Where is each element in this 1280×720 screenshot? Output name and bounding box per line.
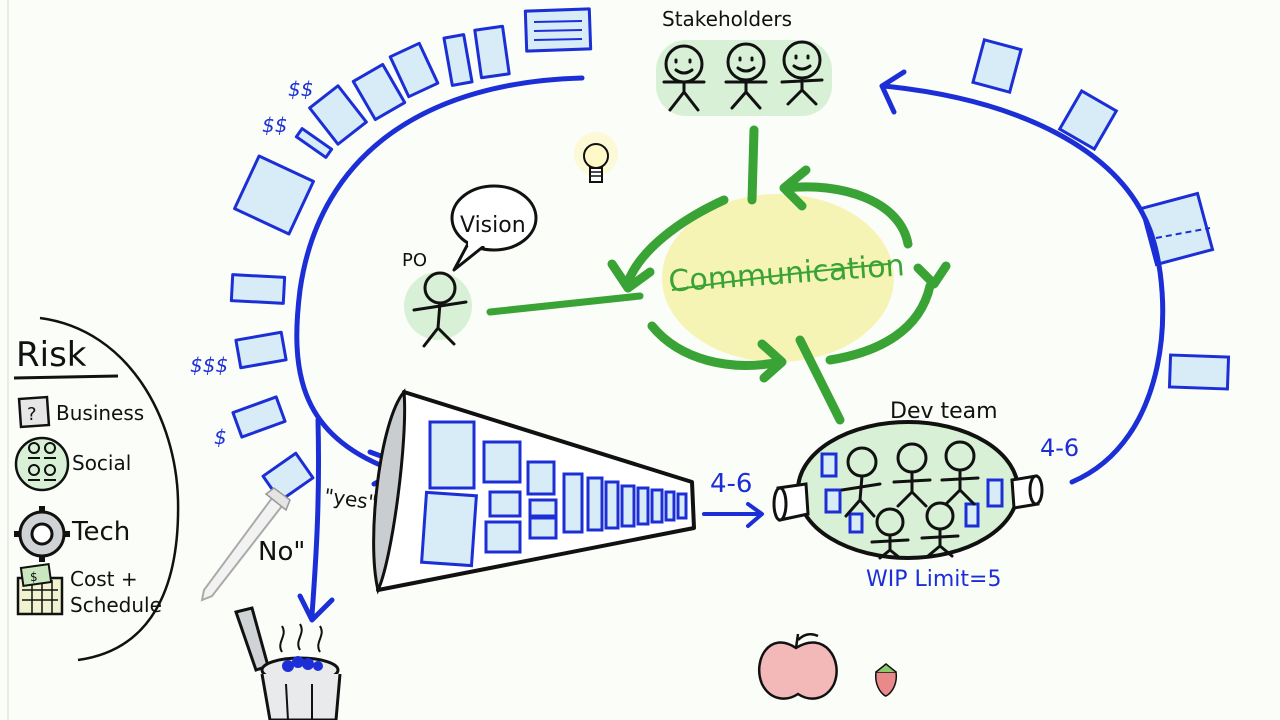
po-label: PO	[402, 250, 427, 271]
value-mark: $	[214, 425, 227, 449]
lightbulb-icon	[574, 132, 618, 183]
value-mark: $$$	[190, 353, 228, 377]
backlog-card-arc	[229, 7, 593, 503]
trash-can-icon	[234, 606, 342, 720]
risk-schedule: Schedule	[70, 593, 162, 617]
communication-cycle	[486, 125, 951, 425]
card-lines	[533, 20, 583, 41]
risk-social: Social	[72, 451, 131, 475]
svg-text:$: $	[30, 570, 38, 584]
wip-limit-label: WIP Limit=5	[866, 567, 1001, 592]
vision-bubble	[450, 184, 538, 272]
feedback-loop-arrow	[881, 83, 1166, 485]
money-calendar-icon: $	[16, 563, 64, 616]
apple-icon	[757, 633, 838, 700]
stakeholders-group	[656, 40, 832, 116]
dev-team-label: Dev team	[890, 399, 998, 424]
risk-business: Business	[56, 401, 144, 425]
throughput-out-label: 4-6	[1040, 434, 1079, 462]
no-label: No"	[258, 537, 305, 567]
yes-label: "yes"	[323, 484, 379, 515]
svg-text:?: ?	[27, 404, 37, 425]
product-owner	[404, 184, 538, 348]
value-mark: $$	[288, 77, 313, 101]
gear-icon	[14, 506, 70, 562]
backlog-loop-arrow	[294, 75, 585, 468]
throughput-in-label: 4-6	[710, 469, 752, 499]
backlog-funnel	[372, 388, 696, 595]
strawberry-icon	[875, 663, 898, 697]
developers	[840, 440, 980, 560]
value-mark: $$	[262, 113, 287, 137]
question-box-icon: ?	[17, 395, 51, 429]
risk-panel: ? $	[13, 316, 180, 662]
value-marks: $$ $$ $$$ $	[190, 77, 313, 449]
vision-label: Vision	[460, 213, 526, 238]
delivered-card-arc	[971, 37, 1231, 391]
reject-arrow	[309, 417, 322, 618]
dev-team-group	[772, 420, 1044, 560]
risk-cost: Cost +	[70, 567, 138, 591]
risk-tech: Tech	[71, 517, 130, 547]
pen-icon	[200, 487, 291, 602]
people-group-icon	[14, 436, 70, 492]
risk-title: Risk	[16, 335, 87, 375]
stakeholders-label: Stakeholders	[662, 7, 792, 31]
